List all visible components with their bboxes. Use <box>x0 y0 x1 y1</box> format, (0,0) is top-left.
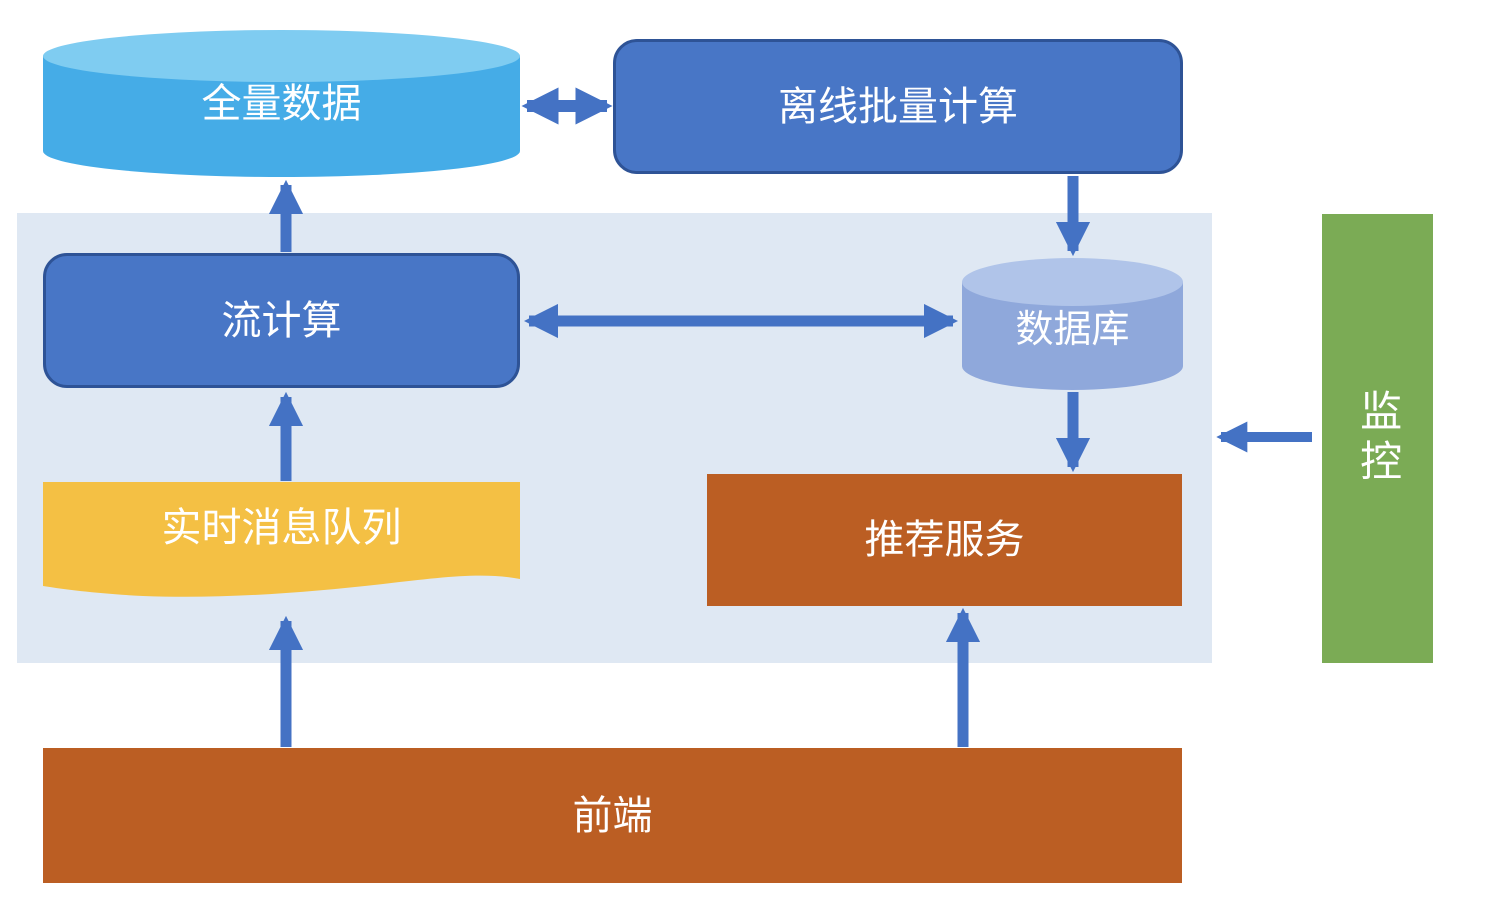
node-full-data: 全量数据 <box>43 30 520 177</box>
cylinder-shape <box>962 258 1183 390</box>
stream-compute-label: 流计算 <box>221 298 342 343</box>
node-rec-service: 推荐服务 <box>707 474 1182 606</box>
node-offline-batch: 离线批量计算 <box>613 39 1183 174</box>
monitor-label: 监控 <box>1354 388 1402 489</box>
document-wave-shape <box>43 482 520 597</box>
node-monitor: 监控 <box>1322 214 1433 663</box>
frontend-label: 前端 <box>572 793 653 838</box>
cylinder-shape <box>43 30 520 177</box>
node-frontend: 前端 <box>43 748 1182 883</box>
rec-service-label: 推荐服务 <box>864 518 1025 562</box>
realtime-mq-label: 实时消息队列 <box>161 506 402 550</box>
node-realtime-mq: 实时消息队列 <box>43 482 520 612</box>
full-data-label: 全量数据 <box>201 81 362 126</box>
database-label: 数据库 <box>1015 309 1130 352</box>
node-database: 数据库 <box>962 258 1183 390</box>
node-stream-compute: 流计算 <box>43 253 520 388</box>
offline-batch-label: 离线批量计算 <box>778 84 1018 129</box>
